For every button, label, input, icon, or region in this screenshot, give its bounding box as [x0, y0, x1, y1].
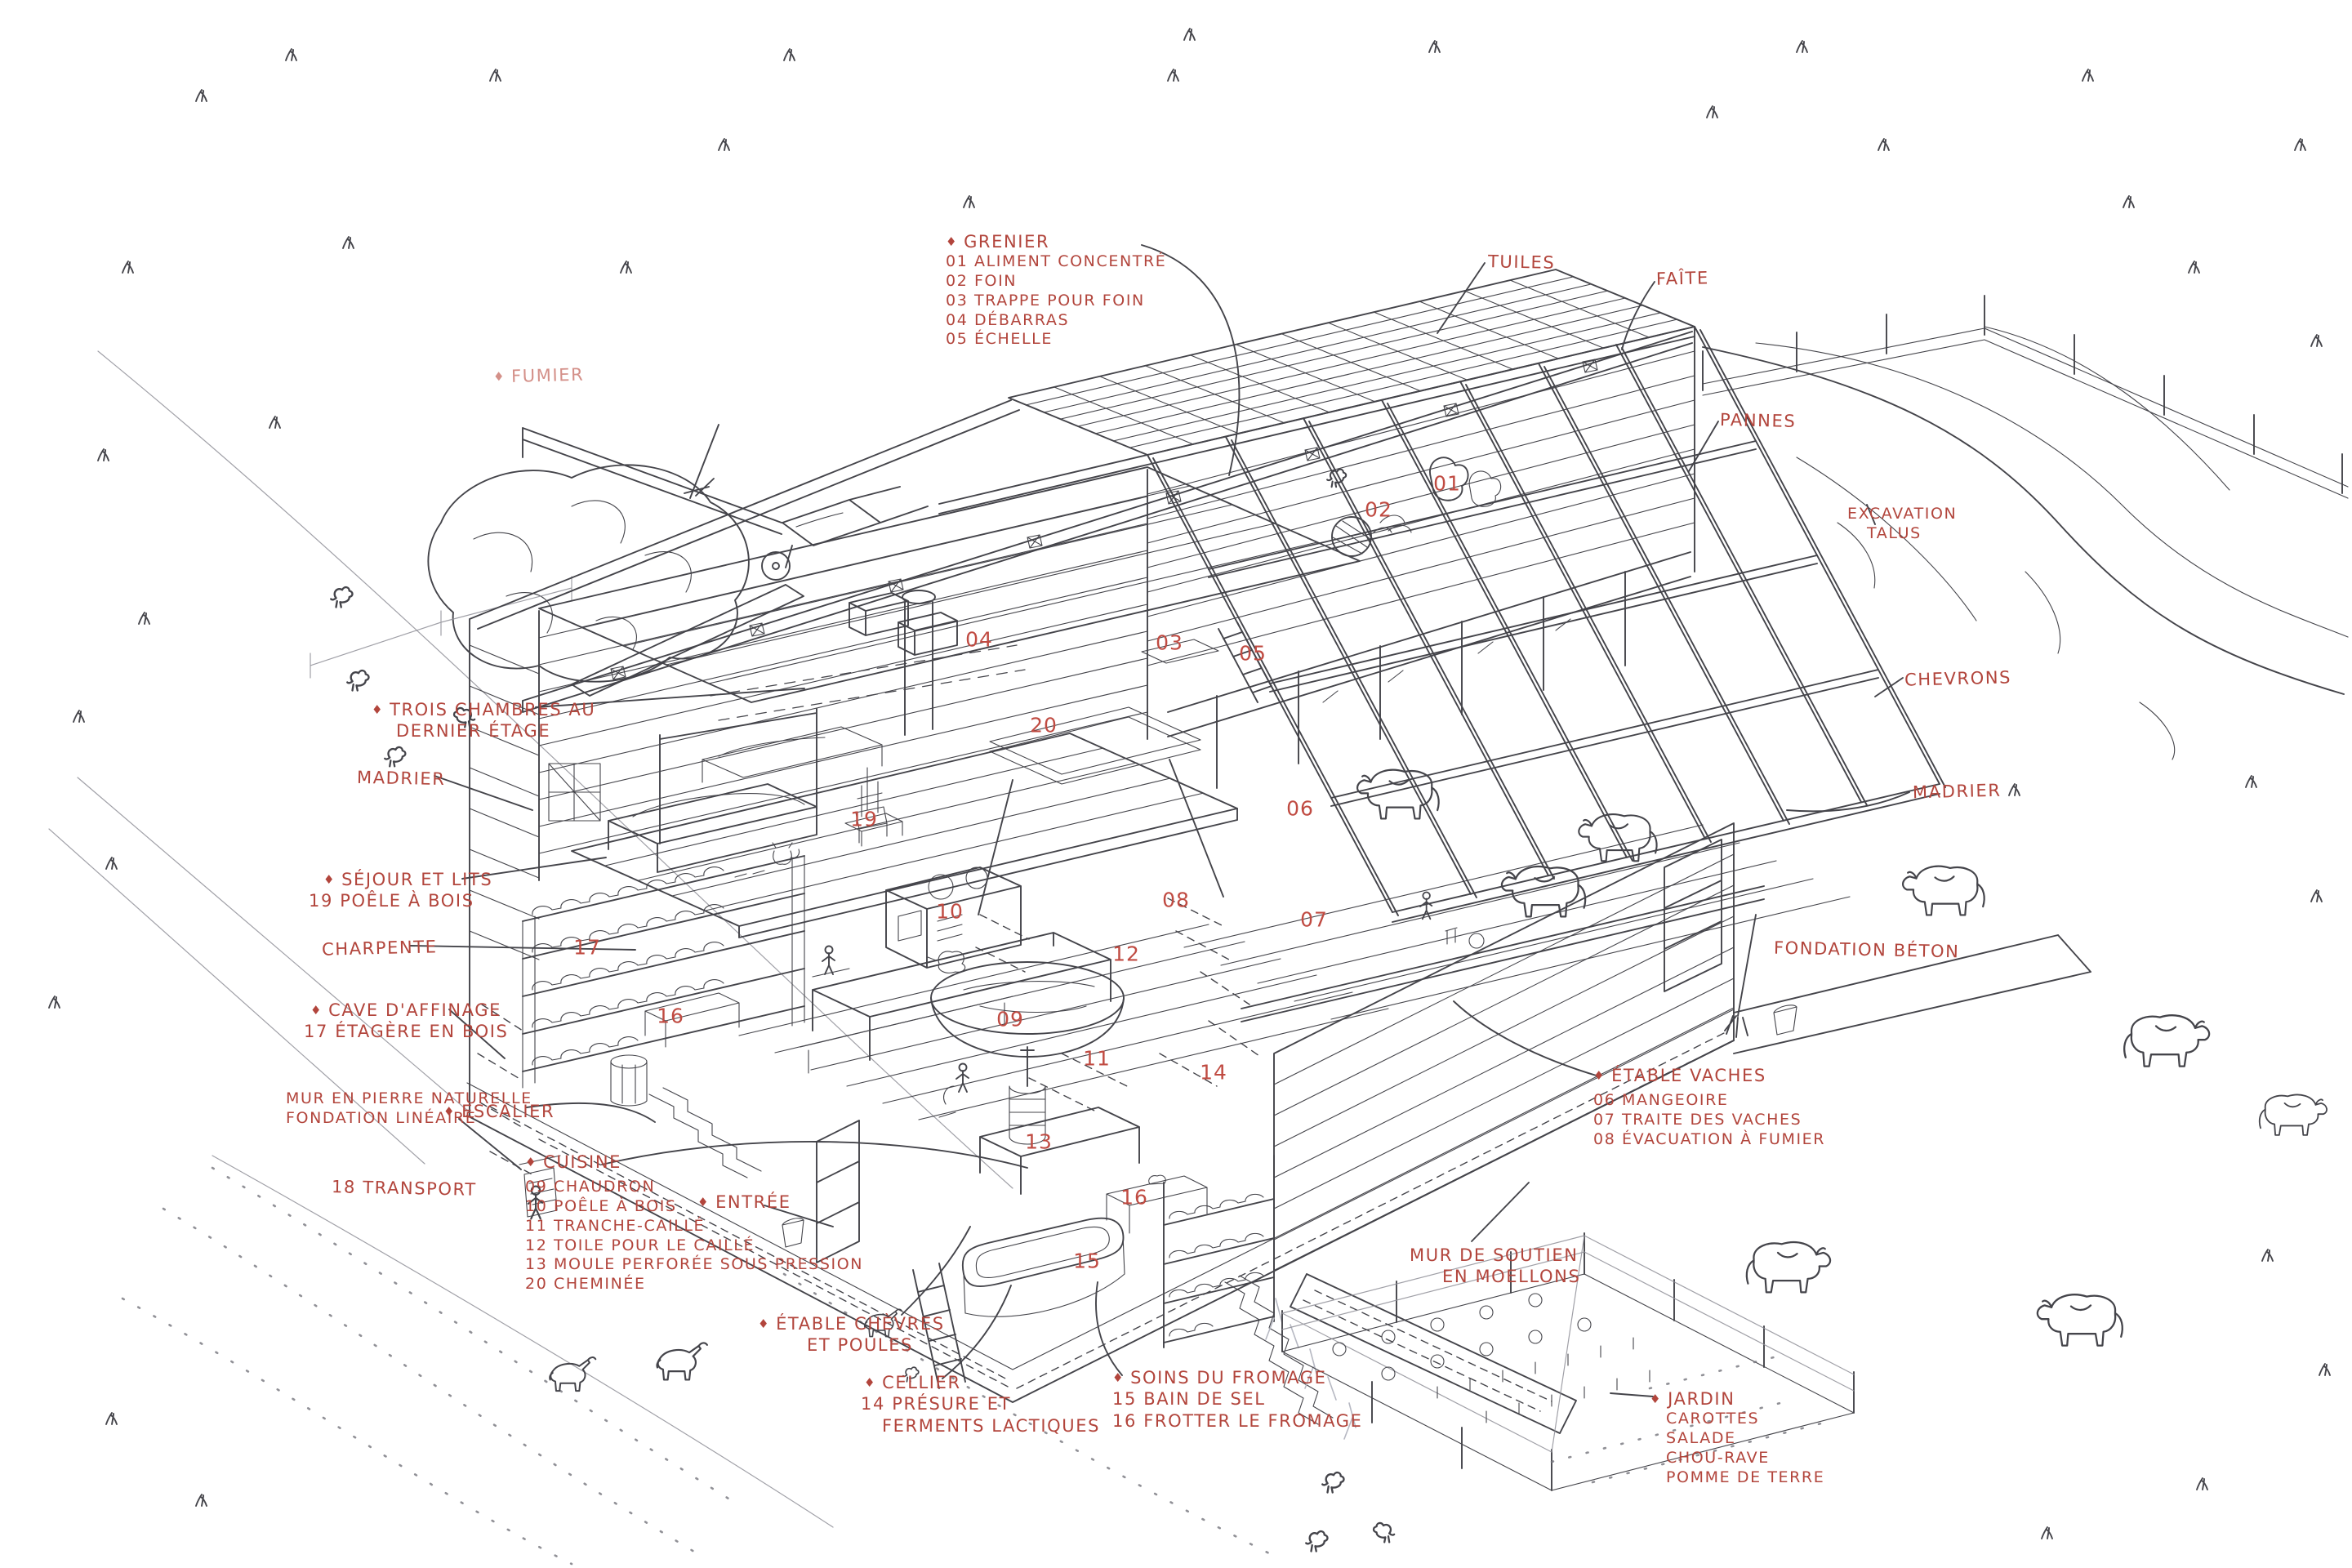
- figure-number-09-11: 09: [996, 1007, 1024, 1031]
- label-transport: 18 TRANSPORT: [331, 1177, 477, 1200]
- figure-number-01-0: 01: [1433, 471, 1461, 496]
- attic-floor: [469, 399, 1502, 1116]
- figure-number-11-13: 11: [1083, 1046, 1111, 1071]
- figure-number-20-5: 20: [1030, 713, 1058, 737]
- figure-number-12-12: 12: [1112, 942, 1140, 966]
- label-jardin: ♦JARDIN CAROTTES SALADE CHOU-RAVE POMME …: [1650, 1389, 1825, 1486]
- label-faite: FAÎTE: [1655, 268, 1710, 289]
- diamond-bullet: ♦: [946, 234, 959, 249]
- cow-barn: [1147, 326, 1851, 1022]
- label-sejour: ♦SÉJOUR ET LITS 19 POÊLE À BOIS: [309, 870, 493, 911]
- label-pannes: PANNES: [1719, 410, 1797, 431]
- diamond-bullet: ♦: [1650, 1392, 1663, 1406]
- retaining-wall: [1224, 1273, 1577, 1440]
- diamond-bullet: ♦: [1112, 1370, 1125, 1385]
- figure-number-04-3: 04: [965, 627, 993, 652]
- label-cuisine: ♦CUISINE 09 CHAUDRON 10 POÊLE À BOIS 11 …: [525, 1152, 864, 1293]
- diamond-bullet: ♦: [443, 1104, 457, 1119]
- label-madrier-right: MADRIER: [1912, 780, 2002, 803]
- diamond-bullet: ♦: [492, 368, 506, 385]
- label-tuiles: TUILES: [1487, 252, 1556, 273]
- barn-front-wall: [1273, 822, 1797, 1272]
- wheelbarrow: [761, 486, 929, 581]
- figure-number-03-2: 03: [1156, 630, 1183, 655]
- label-trois-chambres: ♦TROIS CHAMBRES AU DERNIER ÉTAGE: [372, 700, 596, 742]
- figure-number-08-8: 08: [1162, 888, 1190, 912]
- label-etable-chevres: ♦ÉTABLE CHÈVRES ET POULES: [758, 1314, 945, 1356]
- figure-number-17-19: 17: [573, 935, 601, 960]
- label-fondation-beton: FONDATION BÉTON: [1773, 938, 1960, 962]
- cellar-corner: [648, 1046, 1275, 1389]
- figure-number-19-9: 19: [850, 807, 878, 831]
- label-cellier: ♦CELLIER 14 PRÉSURE ET FERMENTS LACTIQUE…: [861, 1373, 1101, 1436]
- label-grenier: ♦GRENIER 01 ALIMENT CONCENTRÉ 02 FOIN 03…: [946, 232, 1167, 349]
- label-mur-pierre: MUR EN PIERRE NATURELLE FONDATION LINÉAI…: [286, 1089, 532, 1127]
- figure-number-07-7: 07: [1300, 907, 1328, 932]
- diamond-bullet: ♦: [372, 702, 385, 717]
- figure-number-16-18: 16: [657, 1004, 684, 1028]
- figure-number-16-17: 16: [1120, 1185, 1148, 1209]
- label-entree: ♦ENTRÉE: [697, 1192, 791, 1212]
- figure-number-15-16: 15: [1073, 1249, 1101, 1273]
- diamond-bullet: ♦: [310, 1003, 323, 1018]
- figure-number-02-1: 02: [1365, 497, 1392, 522]
- kitchen: [738, 866, 1389, 1120]
- label-madrier-left: MADRIER: [356, 767, 446, 790]
- label-etable-vaches: ♦ÉTABLE VACHES 06 MANGEOIRE 07 TRAITE DE…: [1593, 1066, 1826, 1148]
- goats: [549, 1342, 708, 1392]
- manure-pile: [310, 424, 804, 697]
- diamond-bullet: ♦: [1593, 1068, 1606, 1083]
- label-fumier: ♦FUMIER: [492, 364, 585, 386]
- diamond-bullet: ♦: [697, 1195, 710, 1209]
- label-escalier: ♦ESCALIER: [443, 1102, 555, 1121]
- vegetable-garden: [1281, 1232, 1855, 1491]
- diamond-bullet: ♦: [864, 1375, 877, 1390]
- diamond-bullet: ♦: [323, 872, 336, 887]
- foundation: [466, 934, 2091, 1403]
- leader-lines: [409, 244, 1910, 1397]
- diamond-bullet: ♦: [758, 1316, 771, 1331]
- figure-number-14-15: 14: [1200, 1060, 1227, 1085]
- label-soins-fromage: ♦SOINS DU FROMAGE 15 BAIN DE SEL 16 FROT…: [1112, 1368, 1363, 1431]
- label-mur-soutien: MUR DE SOUTIEN EN MOELLONS: [1410, 1245, 1581, 1287]
- label-chevrons: CHEVRONS: [1904, 667, 2012, 690]
- terrain-lines: [48, 350, 1276, 1566]
- diamond-bullet: ♦: [525, 1155, 538, 1169]
- bedroom: [538, 469, 1238, 938]
- figure-number-05-4: 05: [1239, 641, 1267, 666]
- figure-number-13-14: 13: [1025, 1129, 1053, 1154]
- chimney-cauldron: [902, 590, 1263, 1111]
- figure-number-10-10: 10: [936, 899, 964, 924]
- label-excavation-talus: EXCAVATION TALUS: [1847, 505, 1958, 542]
- cheese-cellar: [477, 855, 805, 1177]
- label-charpente: CHARPENTE: [321, 937, 438, 960]
- label-cave-affinage: ♦CAVE D'AFFINAGE 17 ÉTAGÈRE EN BOIS: [304, 1000, 509, 1042]
- hill-excavation: [1702, 295, 2349, 760]
- figure-number-06-6: 06: [1286, 796, 1314, 821]
- transport-man: [519, 1155, 561, 1220]
